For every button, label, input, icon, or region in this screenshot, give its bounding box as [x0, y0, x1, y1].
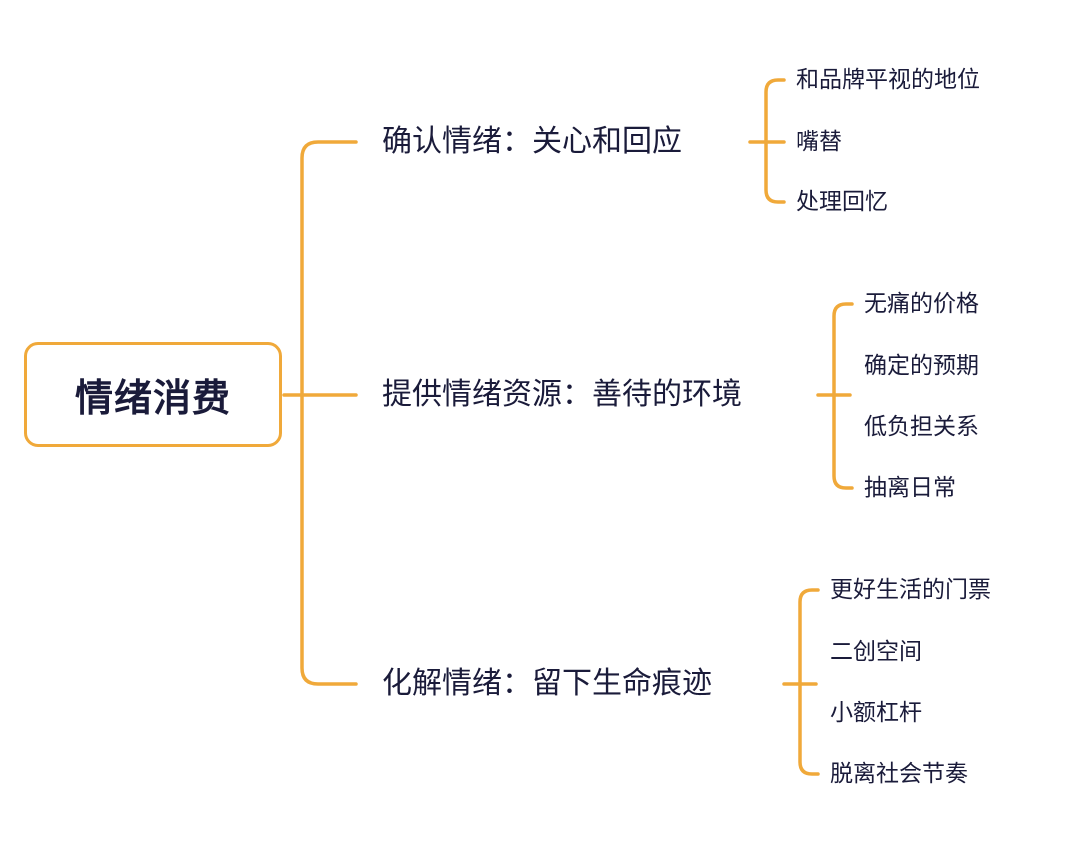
leaf-node: 小额杠杆 — [830, 700, 922, 726]
leaf-node: 和品牌平视的地位 — [796, 67, 980, 93]
leaf-node: 嘴替 — [796, 129, 842, 155]
branch-3-bracket — [798, 588, 820, 776]
leaf-node: 无痛的价格 — [864, 291, 979, 317]
leaf-node: 二创空间 — [830, 639, 922, 665]
root-label: 情绪消费 — [74, 376, 231, 420]
leaf-node: 低负担关系 — [864, 414, 979, 440]
leaf-node: 确定的预期 — [864, 353, 979, 379]
leaf-node: 处理回忆 — [796, 189, 888, 215]
branch-3-label: 化解情绪：留下生命痕迹 — [382, 666, 712, 701]
branch-1-bracket — [764, 78, 786, 204]
root-node: 情绪消费 — [24, 342, 282, 447]
main-trunk-bracket — [300, 140, 358, 686]
branch-1-label: 确认情绪：关心和回应 — [382, 124, 682, 159]
leaf-node: 抽离日常 — [864, 475, 956, 501]
leaf-node: 更好生活的门票 — [830, 577, 991, 603]
branch-2-bracket — [832, 302, 854, 490]
leaf-node: 脱离社会节奏 — [830, 761, 968, 787]
branch-2-label: 提供情绪资源：善待的环境 — [382, 377, 742, 412]
